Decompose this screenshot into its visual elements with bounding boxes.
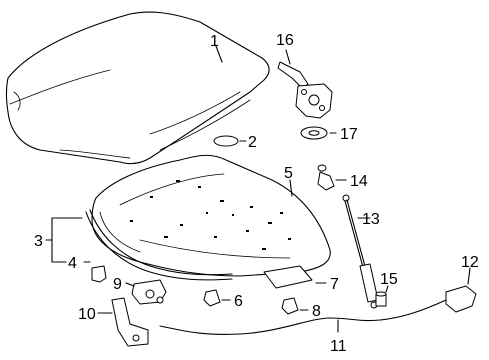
release-handle bbox=[445, 285, 477, 313]
pad-part bbox=[263, 265, 313, 289]
release-cable bbox=[159, 299, 447, 335]
clip-part-6 bbox=[203, 289, 221, 307]
leader-12 bbox=[467, 267, 471, 285]
leader-3-bracket bbox=[51, 217, 83, 263]
callout-16: 16 bbox=[276, 32, 294, 49]
callout-6: 6 bbox=[234, 293, 243, 310]
callout-11: 11 bbox=[330, 338, 347, 355]
clip-part-8 bbox=[281, 297, 299, 315]
hood-panel bbox=[5, 11, 270, 165]
bolt-part bbox=[317, 164, 335, 191]
leader-1 bbox=[215, 45, 223, 63]
callout-7: 7 bbox=[330, 276, 339, 293]
leader-15 bbox=[385, 285, 389, 293]
hood-lock bbox=[131, 279, 167, 305]
hood-hinge bbox=[277, 61, 333, 119]
hood-insulator bbox=[91, 154, 331, 277]
clip-part-4 bbox=[91, 265, 107, 283]
callout-5: 5 bbox=[284, 165, 293, 182]
weatherstrip-seal-inner bbox=[85, 211, 233, 281]
weatherstrip-seal bbox=[89, 209, 233, 276]
bumper-part bbox=[375, 291, 387, 307]
plug-part bbox=[213, 135, 239, 147]
lock-support bbox=[111, 297, 149, 347]
callout-13: 13 bbox=[362, 211, 380, 228]
callout-2: 2 bbox=[248, 134, 257, 151]
leader-9 bbox=[125, 282, 135, 287]
callout-12: 12 bbox=[461, 254, 479, 271]
callout-8: 8 bbox=[312, 303, 321, 320]
callout-3: 3 bbox=[34, 233, 43, 250]
washer-part bbox=[300, 126, 328, 140]
callout-1: 1 bbox=[210, 33, 219, 50]
callout-17: 17 bbox=[340, 126, 358, 143]
callout-14: 14 bbox=[350, 173, 368, 190]
callout-15: 15 bbox=[380, 271, 398, 288]
leader-5 bbox=[289, 179, 293, 197]
callout-9: 9 bbox=[113, 276, 122, 293]
callout-10: 10 bbox=[78, 306, 96, 323]
callout-4: 4 bbox=[68, 255, 77, 272]
leader-16 bbox=[285, 49, 291, 65]
